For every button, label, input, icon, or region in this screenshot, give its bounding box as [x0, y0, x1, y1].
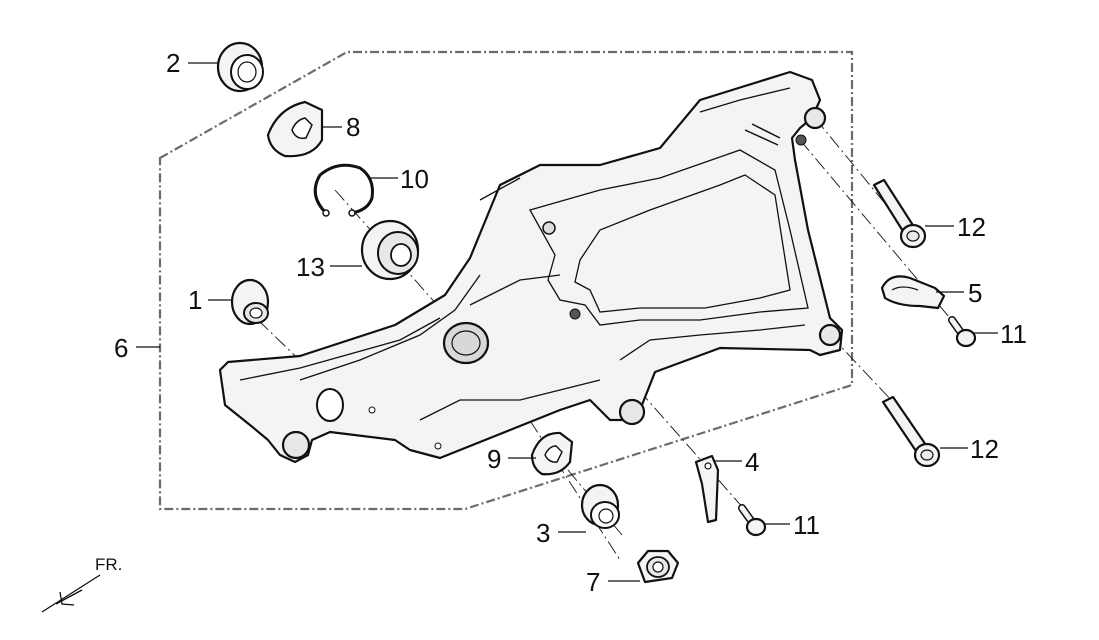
- callout-10: 10: [400, 164, 429, 194]
- lower-mount-boss: [818, 323, 842, 347]
- assembly-boundary: [158, 50, 854, 511]
- callout-3: 3: [536, 518, 550, 548]
- pivot-boss-right: [618, 398, 646, 426]
- part-4-bracket: [694, 454, 720, 524]
- pivot-boss-left: [281, 430, 311, 460]
- front-direction-indicator: FR.: [41, 555, 122, 613]
- part-7-nut: [636, 549, 680, 584]
- callout-11-upper: 11: [1000, 319, 1027, 349]
- part-12-bolt-lower: [881, 395, 941, 468]
- callout-12-upper: 12: [957, 212, 986, 242]
- leader-lines: [136, 62, 998, 582]
- part-9-cap: [530, 431, 574, 476]
- callout-2: 2: [166, 48, 180, 78]
- callout-13: 13: [296, 252, 325, 282]
- part-13-bearing: [360, 219, 420, 281]
- callout-4: 4: [745, 447, 759, 477]
- part-12-bolt-upper: [872, 178, 927, 249]
- front-label: FR.: [95, 555, 122, 574]
- part-10-circlip: [313, 163, 374, 215]
- callout-labels: 2 8 10 13 1 6 9 3 7 4 11 12 5 11 12: [114, 48, 1027, 597]
- callout-9: 9: [487, 444, 501, 474]
- callout-1: 1: [188, 285, 202, 315]
- part-3-bushing: [580, 483, 620, 529]
- part-5-clamp: [880, 275, 946, 310]
- callout-6: 6: [114, 333, 128, 363]
- part-11-bolt-upper: [948, 316, 977, 348]
- part-8-cap: [266, 100, 324, 158]
- callout-11-lower: 11: [793, 510, 820, 540]
- callout-5: 5: [968, 278, 982, 308]
- swingarm-frame: [218, 70, 844, 464]
- callout-7: 7: [586, 567, 600, 597]
- shaft-bore: [442, 321, 490, 365]
- part-11-bolt-lower: [738, 504, 767, 537]
- part-1-bushing: [230, 278, 270, 326]
- part-2-bushing: [216, 41, 264, 93]
- upper-mount-boss: [803, 106, 827, 130]
- callout-8: 8: [346, 112, 360, 142]
- callout-12-lower: 12: [970, 434, 999, 464]
- frame-hole: [316, 388, 344, 422]
